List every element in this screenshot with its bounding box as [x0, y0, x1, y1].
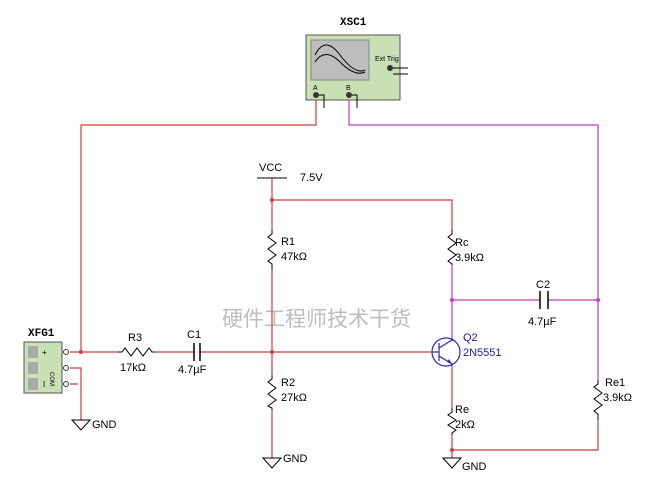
- resistor-r3[interactable]: R3 17kΩ: [118, 332, 155, 374]
- ground-icon: [441, 457, 463, 469]
- watermark: 硬件工程师技术干货: [222, 307, 411, 331]
- wire-channel-a: [80, 97, 317, 352]
- svg-text:2kΩ: 2kΩ: [455, 419, 475, 431]
- sine-wave-icon: [28, 346, 38, 358]
- junction-dot: [596, 298, 600, 302]
- junction-dot: [79, 350, 83, 354]
- scope-screen: [310, 39, 370, 81]
- capacitor-c1[interactable]: C1 4.7µF: [178, 329, 207, 376]
- vcc-supply[interactable]: VCC 7.5V: [257, 162, 323, 184]
- minus-label: I: [43, 380, 45, 389]
- svg-text:3.9kΩ: 3.9kΩ: [455, 252, 484, 264]
- svg-text:Q2: Q2: [463, 332, 478, 344]
- junction-dot: [270, 198, 274, 202]
- svg-text:GND: GND: [283, 453, 308, 465]
- svg-text:C2: C2: [536, 279, 550, 291]
- channel-b-terminal: [346, 92, 352, 98]
- channel-b-label: B: [346, 85, 351, 92]
- vcc-value: 7.5V: [300, 172, 323, 184]
- vcc-label: VCC: [259, 162, 282, 174]
- wire-re1-ground: [452, 420, 599, 451]
- svg-text:4.7µF: 4.7µF: [178, 364, 207, 376]
- ext-trig-label: Ext Trig: [375, 56, 399, 63]
- ground-xfg: GND: [70, 419, 117, 431]
- com-label: COM: [48, 372, 54, 386]
- svg-text:Re: Re: [455, 404, 469, 416]
- resistor-r2[interactable]: R2 27kΩ: [267, 375, 307, 410]
- xsc1-label: XSC1: [340, 17, 367, 29]
- xfg1-label: XFG1: [28, 328, 55, 340]
- ext-trig-terminal: [387, 65, 393, 71]
- oscilloscope-xsc1[interactable]: XSC1 Ext Trig A B: [305, 17, 408, 108]
- junction-dot: [450, 298, 454, 302]
- svg-text:27kΩ: 27kΩ: [281, 392, 307, 404]
- plus-label: +: [42, 348, 47, 357]
- ground-emitter: GND: [441, 457, 487, 473]
- svg-text:3.9kΩ: 3.9kΩ: [603, 392, 632, 404]
- square-wave-icon: [28, 378, 38, 390]
- svg-text:2N5551: 2N5551: [463, 347, 502, 359]
- function-generator-xfg1[interactable]: XFG1 + COM I: [23, 328, 69, 394]
- channel-a-label: A: [313, 85, 318, 92]
- wire-channel-b: [348, 97, 599, 380]
- svg-text:GND: GND: [462, 461, 487, 473]
- transistor-q2[interactable]: Q2 2N5551: [431, 332, 502, 367]
- svg-text:R1: R1: [281, 236, 295, 248]
- svg-text:C1: C1: [187, 329, 201, 341]
- svg-text:17kΩ: 17kΩ: [120, 362, 146, 374]
- svg-text:GND: GND: [92, 419, 117, 431]
- svg-text:Re1: Re1: [605, 377, 625, 389]
- emitter-arrow-icon: [447, 359, 452, 364]
- ground-r2: GND: [261, 453, 308, 469]
- sine-wave-icon: [314, 54, 366, 74]
- sine-wave-icon: [314, 44, 366, 72]
- triangle-wave-icon: [28, 362, 38, 374]
- wires: [70, 97, 600, 458]
- channel-a-terminal: [313, 92, 319, 98]
- ground-icon: [261, 457, 283, 469]
- svg-text:R3: R3: [128, 332, 142, 344]
- svg-text:4.7µF: 4.7µF: [528, 316, 557, 328]
- wire-com-gnd: [70, 367, 82, 420]
- svg-text:R2: R2: [281, 377, 295, 389]
- resistor-re1[interactable]: Re1 3.9kΩ: [593, 377, 632, 420]
- resistor-r1[interactable]: R1 47kΩ: [267, 230, 307, 270]
- junction-dot: [450, 448, 454, 452]
- svg-text:Rc: Rc: [455, 237, 469, 249]
- wire-vcc-rc: [272, 199, 453, 230]
- resistor-re[interactable]: Re 2kΩ: [447, 404, 475, 435]
- capacitor-c2[interactable]: C2 4.7µF: [528, 279, 557, 328]
- svg-text:47kΩ: 47kΩ: [281, 251, 307, 263]
- resistor-rc[interactable]: Rc 3.9kΩ: [447, 230, 484, 265]
- junction-dot: [270, 350, 274, 354]
- ground-icon: [70, 419, 92, 431]
